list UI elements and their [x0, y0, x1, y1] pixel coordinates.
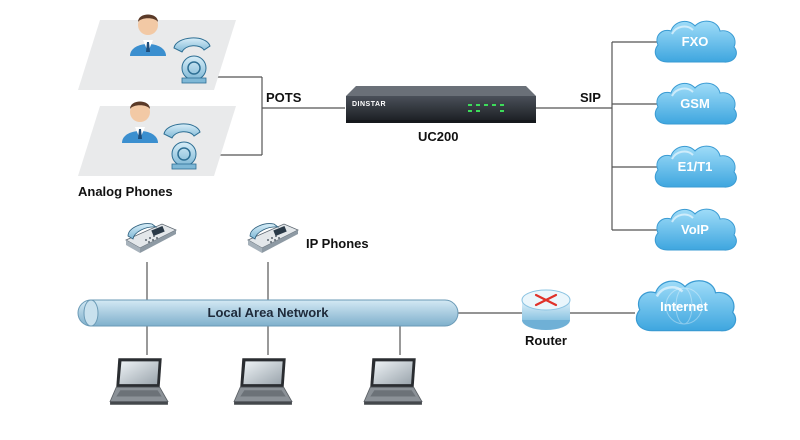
ip-phones-label: IP Phones — [306, 236, 369, 251]
globe-icon — [665, 287, 703, 325]
analog-phone-user-1 — [78, 14, 236, 90]
lan-label: Local Area Network — [208, 305, 330, 320]
uc200-device: DINSTAR — [346, 86, 536, 123]
internet-label: Internet — [660, 299, 708, 314]
sip-label: SIP — [580, 90, 601, 105]
laptop-1 — [109, 357, 169, 406]
cloud-fxo: FXO — [654, 20, 738, 64]
device-brand-label: DINSTAR — [352, 101, 386, 108]
analog-phones-label: Analog Phones — [78, 184, 173, 199]
cloud-label: GSM — [680, 96, 710, 111]
pots-label: POTS — [266, 90, 302, 105]
cloud-e1t1: E1/T1 — [654, 145, 738, 189]
cloud-voip: VoIP — [654, 208, 738, 252]
cloud-label: FXO — [682, 34, 709, 49]
analog-phone-icon — [163, 123, 201, 170]
cloud-label: E1/T1 — [678, 159, 713, 174]
status-leds — [468, 104, 504, 112]
lan-bus: Local Area Network — [77, 299, 459, 327]
connection-lines — [146, 41, 660, 355]
router-label: Router — [525, 333, 567, 348]
user-icon — [122, 101, 158, 143]
router — [521, 289, 571, 330]
internet-cloud: Internet — [634, 279, 738, 333]
user-icon — [130, 14, 166, 56]
laptop-3 — [363, 357, 423, 406]
ip-phone-2 — [247, 223, 299, 254]
device-name-label: UC200 — [418, 129, 458, 144]
cloud-label: VoIP — [681, 222, 709, 237]
ip-phone-1 — [125, 223, 177, 254]
cloud-gsm: GSM — [654, 82, 738, 126]
router-arrows-icon — [534, 293, 558, 307]
analog-phone-icon — [173, 37, 211, 84]
analog-phone-user-2 — [78, 101, 236, 176]
laptop-2 — [233, 357, 293, 406]
